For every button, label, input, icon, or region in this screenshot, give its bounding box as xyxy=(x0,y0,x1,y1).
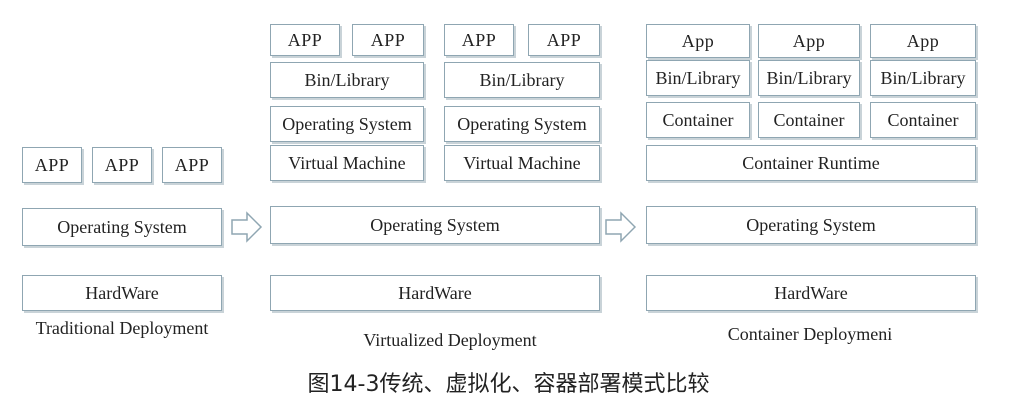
container1-bin-library: Bin/Library xyxy=(646,60,750,96)
container2-container: Container xyxy=(758,102,860,138)
traditional-hardware: HardWare xyxy=(22,275,222,311)
vm2-bin-library: Bin/Library xyxy=(444,62,600,98)
vm1-app-2: APP xyxy=(352,24,424,56)
traditional-app-1: APP xyxy=(22,147,82,183)
traditional-app-3: APP xyxy=(162,147,222,183)
container1-container: Container xyxy=(646,102,750,138)
container-deployment-title: Container Deploymeni xyxy=(727,324,893,344)
vm1-bin-library: Bin/Library xyxy=(270,62,424,98)
virtualized-operating-system: Operating System xyxy=(270,206,600,244)
container-operating-system: Operating System xyxy=(646,206,976,244)
vm1-app-1: APP xyxy=(270,24,340,56)
figure-caption: 图14-3传统、虚拟化、容器部署模式比较 xyxy=(307,372,710,397)
container3-app: App xyxy=(870,24,976,58)
vm2-operating-system: Operating System xyxy=(444,106,600,142)
vm1-operating-system: Operating System xyxy=(270,106,424,142)
container3-container: Container xyxy=(870,102,976,138)
container2-bin-library: Bin/Library xyxy=(758,60,860,96)
container1-app: App xyxy=(646,24,750,58)
traditional-deployment-title: Traditional Deployment xyxy=(35,318,209,338)
container-hardware: HardWare xyxy=(646,275,976,311)
container-runtime: Container Runtime xyxy=(646,145,976,181)
arrow-right-icon xyxy=(231,211,263,243)
virtualized-deployment-title: Virtualized Deployment xyxy=(363,330,537,350)
virtualized-hardware: HardWare xyxy=(270,275,600,311)
arrow-right-icon xyxy=(605,211,637,243)
traditional-operating-system: Operating System xyxy=(22,208,222,246)
vm2-virtual-machine: Virtual Machine xyxy=(444,145,600,181)
vm2-app-2: APP xyxy=(528,24,600,56)
vm2-app-1: APP xyxy=(444,24,514,56)
vm1-virtual-machine: Virtual Machine xyxy=(270,145,424,181)
container3-bin-library: Bin/Library xyxy=(870,60,976,96)
traditional-app-2: APP xyxy=(92,147,152,183)
container2-app: App xyxy=(758,24,860,58)
